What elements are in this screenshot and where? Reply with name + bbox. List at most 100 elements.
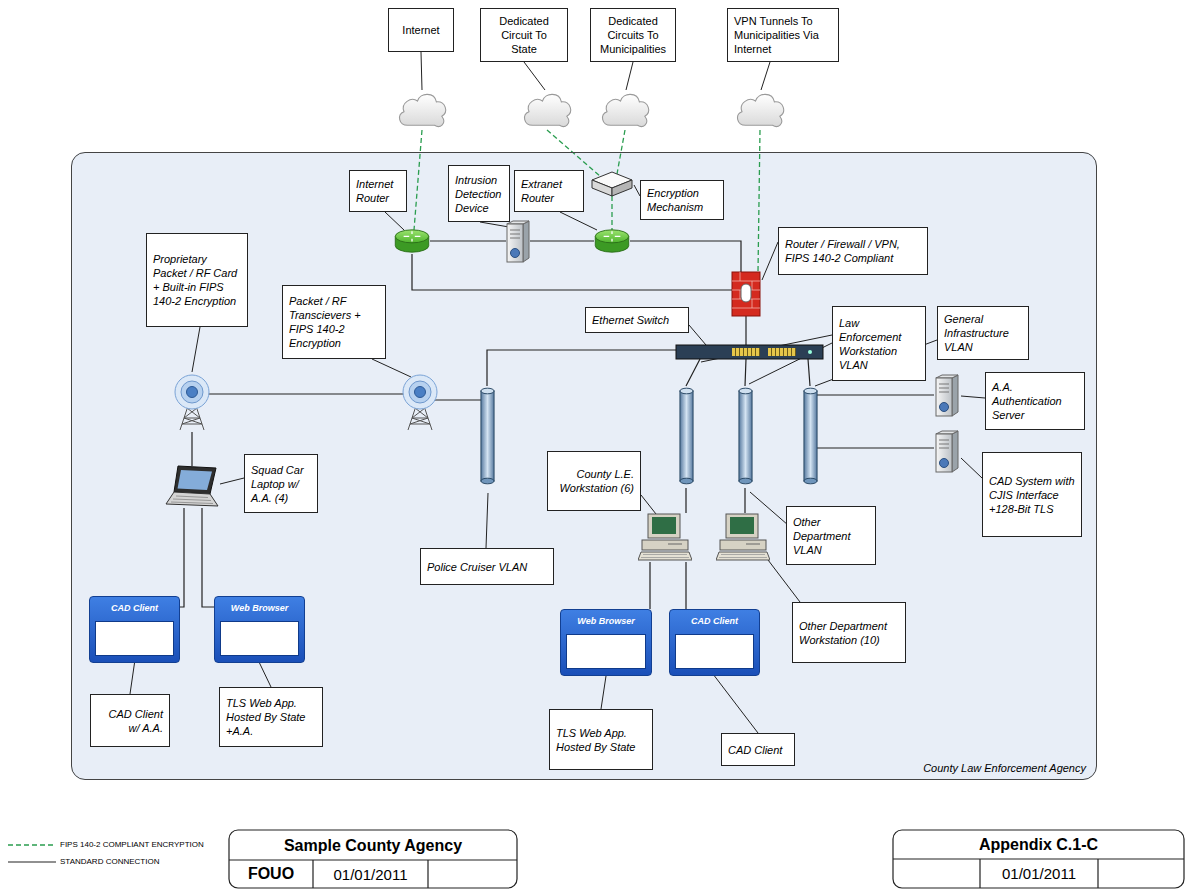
callout-box: Police Cruiser VLAN (420, 548, 554, 585)
callout-text: Other Department Workstation (10) (799, 619, 899, 647)
callout-text: General Infrastructure VLAN (944, 312, 1022, 354)
callout-box: Ethernet Switch (585, 307, 689, 333)
callout-text: CAD Client (728, 743, 788, 757)
callout-box: Encryption Mechanism (640, 180, 724, 220)
title-block-cell: FOUO (229, 860, 313, 888)
callout-text: CAD Client w/ A.A. (97, 707, 163, 735)
callout-box: Router / Firewall / VPN, FIPS 140-2 Comp… (778, 227, 928, 275)
callout-box: VPN Tunnels To Municipalities Via Intern… (727, 8, 839, 62)
app-window: Web Browser (560, 609, 652, 676)
callout-text: Dedicated Circuits To Municipalities (597, 14, 669, 56)
legend-sample (8, 861, 56, 862)
cloud-icon (603, 94, 649, 126)
encryption-device-icon (592, 172, 632, 196)
callout-text: Squad Car Laptop w/ A.A. (4) (251, 463, 311, 505)
router-icon (395, 230, 428, 252)
cloud-icon (400, 94, 446, 126)
window-title: CAD Client (670, 610, 759, 632)
router-icon (595, 230, 628, 252)
agency-region-fill (71, 152, 1097, 780)
legend-text: FIPS 140-2 COMPLIANT ENCRYPTION (60, 840, 204, 850)
title-block-rule (229, 860, 517, 888)
standard-link (817, 395, 934, 448)
callout-box: Other Department Workstation (10) (792, 602, 906, 663)
vlan-cylinder (804, 388, 817, 484)
callout-text: Packet / RF Transcievers + FIPS 140-2 En… (289, 294, 379, 350)
callout-box: A.A. Authentication Server (985, 372, 1085, 430)
encrypted-link (414, 130, 422, 230)
callout-box: Internet Router (349, 170, 407, 212)
radio-tower-icon (175, 375, 209, 430)
ids-server-icon (507, 221, 529, 262)
standard-link (650, 562, 686, 609)
title-block-rule (893, 859, 1184, 888)
workstation-icon (716, 514, 770, 560)
leader-connector (715, 676, 759, 733)
device-icons (166, 172, 958, 560)
cloud-icon (738, 94, 784, 126)
vlan-cylinder (680, 388, 693, 484)
callout-text: Internet Router (356, 177, 400, 205)
encrypted-link (611, 196, 612, 230)
app-window: CAD Client (89, 596, 180, 663)
standard-link (206, 393, 406, 394)
region-heading: County Law Enforcement Agency (923, 762, 1086, 774)
standard-link (191, 432, 192, 466)
callout-box: Internet (388, 8, 454, 52)
title-block-cell: 01/01/2011 (313, 860, 428, 888)
server-icon (936, 431, 958, 472)
title-block-cell: Sample County Agency (229, 831, 517, 860)
title-block (893, 830, 1184, 888)
laptop-icon (166, 466, 218, 506)
leader-connector (260, 663, 272, 687)
callout-box: County L.E. Workstation (6) (547, 451, 641, 511)
window-title: Web Browser (215, 597, 304, 619)
callout-box: Other Department VLAN (786, 506, 876, 565)
vlan-cylinder (481, 388, 494, 484)
callout-box: CAD System with CJIS Interface +128-Bit … (982, 452, 1082, 537)
standard-links (180, 241, 934, 609)
callout-box: TLS Web App. Hosted By State (549, 709, 653, 770)
callout-text: Other Department VLAN (793, 515, 869, 557)
callout-text: CAD System with CJIS Interface +128-Bit … (989, 474, 1075, 516)
callout-text: Police Cruiser VLAN (427, 560, 547, 574)
firewall-icon (732, 272, 760, 316)
callout-box: CAD Client w/ A.A. (90, 694, 170, 747)
standard-link (430, 240, 506, 241)
standard-link (487, 350, 680, 386)
callout-text: Proprietary Packet / RF Card + Built-in … (153, 252, 241, 308)
callout-text: Encryption Mechanism (647, 186, 717, 214)
title-block-cell: Appendix C.1-C (893, 831, 1184, 859)
server-icon (936, 375, 958, 416)
callout-box: Dedicated Circuits To Municipalities (590, 8, 676, 62)
callout-box: CAD Client (721, 733, 795, 766)
workstation-icon (638, 514, 692, 560)
callout-text: Router / Firewall / VPN, FIPS 140-2 Comp… (785, 237, 921, 265)
callout-text: Dedicated Circuit To State (487, 14, 561, 56)
window-title: CAD Client (90, 597, 179, 619)
callout-box: Proprietary Packet / RF Card + Built-in … (146, 233, 248, 327)
app-window: CAD Client (669, 609, 760, 676)
standard-link (180, 508, 214, 607)
title-block (229, 830, 517, 888)
cloud-icon (525, 94, 571, 126)
ethernet-switch-icon (676, 345, 823, 359)
callout-box: Law Enforcement Workstation VLAN (832, 306, 926, 381)
callout-text: Extranet Router (521, 177, 577, 205)
standard-link (630, 241, 741, 272)
standard-link (745, 316, 746, 346)
radio-tower-icon (403, 375, 437, 430)
cloud-icons (400, 94, 784, 126)
callout-text: VPN Tunnels To Municipalities Via Intern… (734, 14, 832, 56)
callout-box: Extranet Router (514, 170, 584, 212)
callout-text: Ethernet Switch (592, 313, 682, 327)
window-title: Web Browser (561, 610, 651, 632)
callout-text: County L.E. Workstation (6) (554, 467, 634, 495)
callout-text: Law Enforcement Workstation VLAN (839, 316, 919, 372)
callout-box: Packet / RF Transcievers + FIPS 140-2 En… (282, 285, 386, 359)
standard-link (412, 254, 732, 290)
standard-link (530, 240, 594, 241)
vlan-cylinder (739, 388, 752, 484)
callout-box: General Infrastructure VLAN (937, 306, 1029, 360)
callout-text: Internet (395, 23, 447, 37)
